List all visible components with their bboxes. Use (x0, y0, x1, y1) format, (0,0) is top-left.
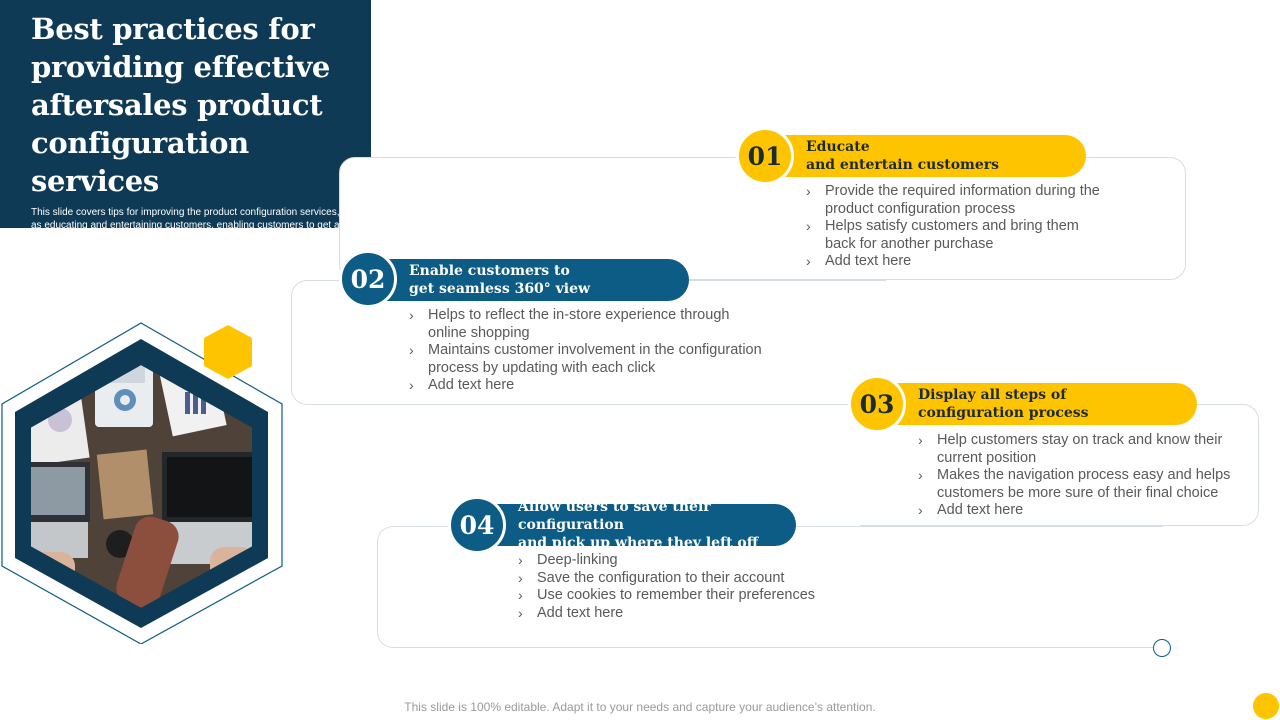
chevron-right-icon: › (806, 183, 811, 199)
slide-title: Best practices for providing effective a… (31, 12, 331, 198)
list-item: ›Add text here (806, 253, 912, 270)
yellow-hexagon-accent (204, 325, 252, 379)
list-item: ›Helps to reflect the in-store experienc… (409, 307, 730, 341)
timeline-end-circle (1153, 639, 1171, 657)
step-02-heading-line2: get seamless 360° view (409, 281, 591, 297)
chevron-right-icon: › (409, 342, 414, 359)
list-item: ›Use cookies to remember their preferenc… (518, 587, 816, 604)
step-04-heading-line1: Allow users to save their configuration (518, 499, 711, 533)
list-item: ›Provide the required information during… (806, 183, 1100, 217)
list-item: ›Makes the navigation process easy and h… (918, 467, 1231, 501)
step-02-bullets: ›Helps to reflect the in-store experienc… (409, 307, 769, 395)
list-item: ›Add text here (409, 377, 515, 394)
step-04-card (377, 526, 1163, 648)
yellow-corner-dot (1253, 693, 1279, 719)
chevron-right-icon: › (806, 218, 811, 235)
step-03-heading-line1: Display all steps of (918, 387, 1067, 403)
chevron-right-icon: › (409, 377, 414, 394)
step-03-heading-line2: configuration process (918, 405, 1089, 421)
footer-note: This slide is 100% editable. Adapt it to… (404, 700, 876, 714)
step-01-bullets: ›Provide the required information during… (806, 183, 1106, 271)
list-item: ›Maintains customer involvement in the c… (409, 342, 762, 376)
step-03-heading-pill: Display all steps of configuration proce… (850, 383, 1197, 425)
list-item: ›Deep-linking (518, 552, 618, 568)
chevron-right-icon: › (518, 569, 523, 586)
title-box: Best practices for providing effective a… (0, 0, 371, 244)
step-01-heading-line1: Educate (806, 139, 870, 155)
step-04-number-badge: 04 (448, 496, 506, 554)
step-01-heading-line2: and entertain customers (806, 157, 1000, 173)
chevron-right-icon: › (409, 307, 414, 323)
step-02-heading-pill: Enable customers to get seamless 360° vi… (341, 259, 689, 301)
chevron-right-icon: › (518, 604, 523, 621)
list-item: ›Save the configuration to their account (518, 569, 785, 586)
step-04-heading-pill: Allow users to save their configuration … (450, 499, 796, 551)
chevron-right-icon: › (518, 552, 523, 568)
chevron-right-icon: › (518, 587, 523, 604)
step-04-heading-line2: and pick up where they left off (518, 535, 759, 551)
list-item: ›Help customers stay on track and know t… (918, 432, 1223, 466)
step-02-heading-line1: Enable customers to (409, 263, 570, 279)
hexagon-photo (1, 322, 283, 644)
step-01-number-badge: 01 (736, 127, 794, 185)
step-03-number-badge: 03 (848, 375, 906, 433)
list-item: ›Helps satisfy customers and bring them … (806, 218, 1079, 252)
step-02-number-badge: 02 (339, 250, 397, 308)
chevron-right-icon: › (918, 467, 923, 484)
list-item: ›Add text here (518, 604, 624, 621)
chevron-right-icon: › (806, 253, 811, 270)
chevron-right-icon: › (918, 432, 923, 448)
slide-subtitle: This slide covers tips for improving the… (31, 207, 364, 244)
step-04-bullets: ›Deep-linking ›Save the configuration to… (518, 552, 848, 622)
chevron-right-icon: › (918, 502, 923, 519)
step-03-bullets: ›Help customers stay on track and know t… (918, 432, 1248, 520)
step-01-heading-pill: Educate and entertain customers (738, 135, 1086, 177)
list-item: ›Add text here (918, 502, 1024, 519)
